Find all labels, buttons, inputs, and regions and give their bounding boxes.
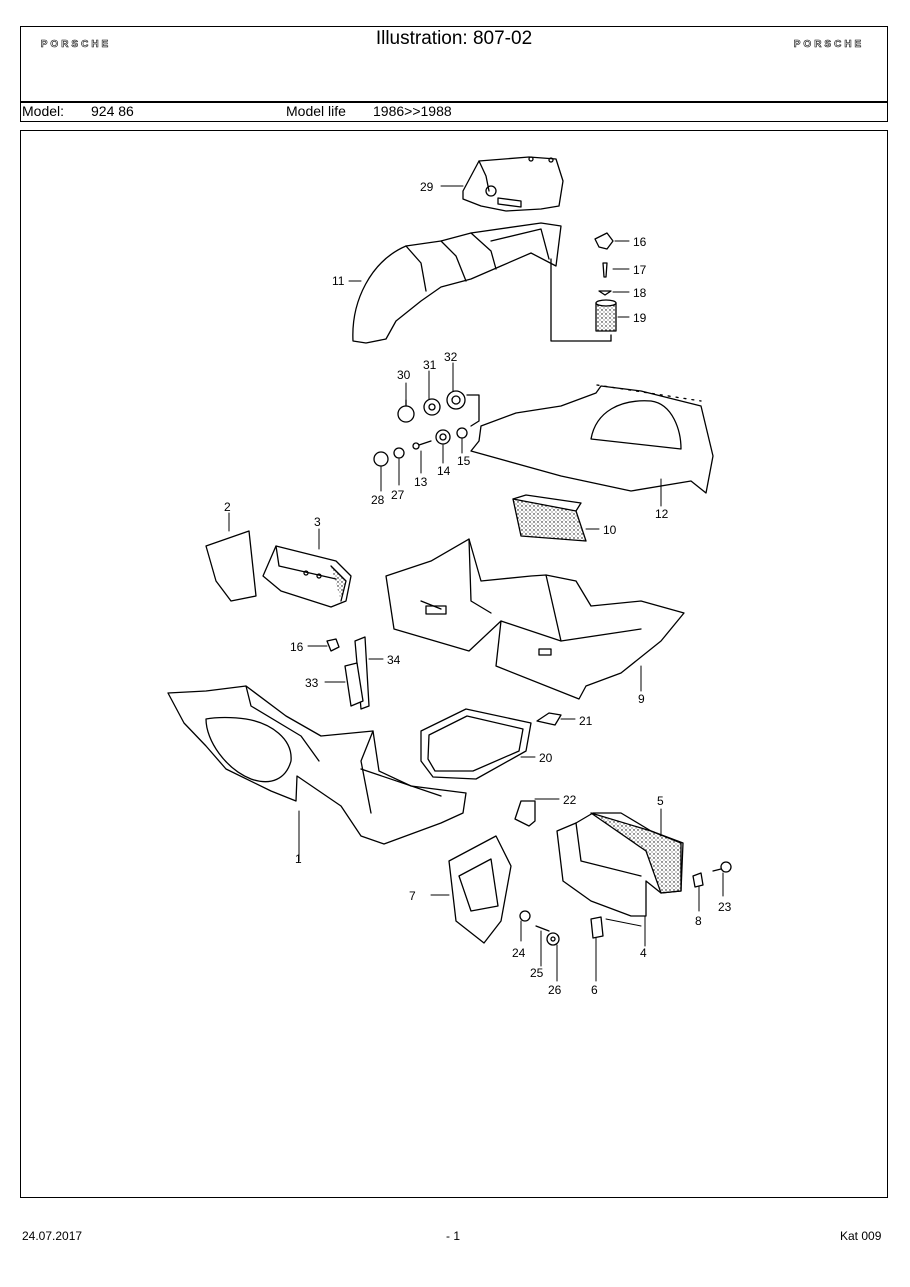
callout-18: 18 [633, 286, 647, 300]
callout-9: 9 [638, 692, 645, 706]
part-1-front-floor [167, 685, 467, 862]
callout-25: 25 [530, 966, 544, 980]
parts-24-26-screws [519, 910, 560, 946]
porsche-logo-left: PORSCHE [24, 38, 128, 48]
part-10-pad [512, 494, 587, 542]
callout-5: 5 [657, 794, 664, 808]
callout-16: 16 [290, 640, 304, 654]
callout-27: 27 [391, 488, 405, 502]
model-label: Model: [22, 103, 65, 119]
svg-text:PORSCHE: PORSCHE [794, 39, 864, 48]
callout-28: 28 [371, 493, 385, 507]
footer-date: 24.07.2017 [22, 1229, 83, 1243]
parts-6-7-8-fasteners [590, 861, 732, 939]
part-9-floor-carpet [385, 538, 685, 700]
parts-16-33-34-brackets [326, 636, 370, 710]
callout-31: 31 [423, 358, 437, 372]
callout-6: 6 [591, 983, 598, 997]
callout-17: 17 [633, 263, 647, 277]
callout-24: 24 [512, 946, 526, 960]
callout-labels: 2916171819113031321213141527281023916343… [224, 180, 732, 997]
callout-30: 30 [397, 368, 411, 382]
part-29-cover [462, 156, 564, 212]
callout-leaders [228, 185, 724, 982]
part-2-panel [205, 530, 257, 602]
parts-21-22-brackets [514, 712, 562, 827]
callout-29: 29 [420, 180, 434, 194]
callout-11: 11 [332, 274, 345, 288]
callout-33: 33 [305, 676, 319, 690]
callout-2: 2 [224, 500, 231, 514]
header-divider [21, 101, 887, 103]
page-title: Illustration: 807-02 [375, 28, 533, 49]
callout-14: 14 [437, 464, 451, 478]
part-3-bracket [262, 545, 352, 608]
callout-26: 26 [548, 983, 562, 997]
callout-12: 12 [655, 507, 669, 521]
callout-21: 21 [579, 714, 593, 728]
callout-7: 7 [409, 889, 416, 903]
callout-1: 1 [295, 852, 302, 866]
callout-32: 32 [444, 350, 458, 364]
callout-34: 34 [387, 653, 401, 667]
callout-10: 10 [603, 523, 617, 537]
porsche-logo-right: PORSCHE [777, 38, 881, 48]
parts-4-5-side-trim [556, 812, 684, 917]
callout-22: 22 [563, 793, 577, 807]
footer-page-number: - 1 [446, 1229, 461, 1243]
model-life-value: 1986>>1988 [373, 103, 452, 119]
callout-23: 23 [718, 900, 732, 914]
part-20-floor-mat [420, 708, 532, 780]
callout-4: 4 [640, 946, 647, 960]
callout-8: 8 [695, 914, 702, 928]
callout-19: 19 [633, 311, 647, 325]
callout-16: 16 [633, 235, 647, 249]
model-value: 924 86 [91, 103, 134, 119]
model-life-label: Model life [286, 103, 346, 119]
part-23-trim-panel [448, 835, 512, 944]
parts-13-15-27-32-fittings [373, 390, 480, 467]
footer-catalog: Kat 009 [840, 1229, 882, 1243]
svg-text:PORSCHE: PORSCHE [41, 39, 111, 48]
callout-20: 20 [539, 751, 553, 765]
parts-16-19-fasteners [594, 232, 617, 332]
part-11-wheel-arch [352, 222, 612, 344]
callout-13: 13 [414, 475, 428, 489]
callout-3: 3 [314, 515, 321, 529]
parts-diagram: 2916171819113031321213141527281023916343… [167, 156, 732, 997]
model-row: Model: 924 86 Model life 1986>>1988 [21, 103, 887, 121]
header: PORSCHE Illustration: 807-02 PORSCHE Mod… [20, 26, 888, 122]
part-12-luggage-mat [470, 384, 714, 494]
callout-15: 15 [457, 454, 471, 468]
